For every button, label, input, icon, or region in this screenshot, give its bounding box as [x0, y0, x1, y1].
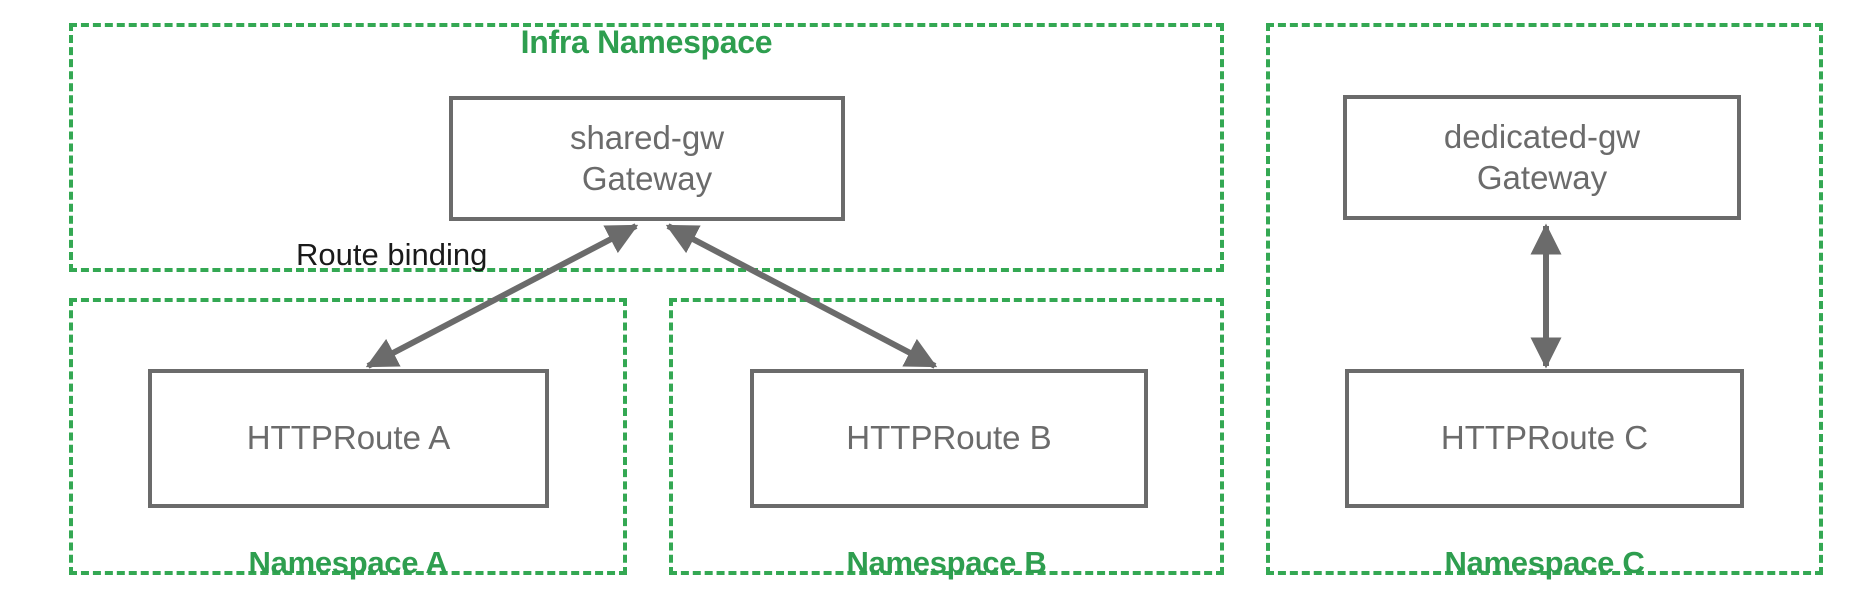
namespace-box-c[interactable] — [1266, 23, 1823, 575]
resource-box-shared-gw[interactable]: shared-gw Gateway — [449, 96, 845, 221]
resource-box-dedicated-gw[interactable]: dedicated-gw Gateway — [1343, 95, 1741, 220]
namespace-box-b[interactable] — [669, 298, 1224, 575]
namespace-box-infra[interactable] — [69, 23, 1224, 272]
resource-box-httproute-c[interactable]: HTTPRoute C — [1345, 369, 1744, 508]
namespace-label-infra: Infra Namespace — [520, 24, 773, 60]
resource-box-httproute-a[interactable]: HTTPRoute A — [148, 369, 549, 508]
edge-label-route-binding: Route binding — [296, 237, 488, 272]
resource-box-httproute-b[interactable]: HTTPRoute B — [750, 369, 1148, 508]
namespace-label-b: Namespace B — [846, 545, 1047, 580]
namespace-box-a[interactable] — [69, 298, 627, 575]
namespace-label-c: Namespace C — [1444, 545, 1645, 580]
namespace-label-a: Namespace A — [248, 545, 448, 580]
